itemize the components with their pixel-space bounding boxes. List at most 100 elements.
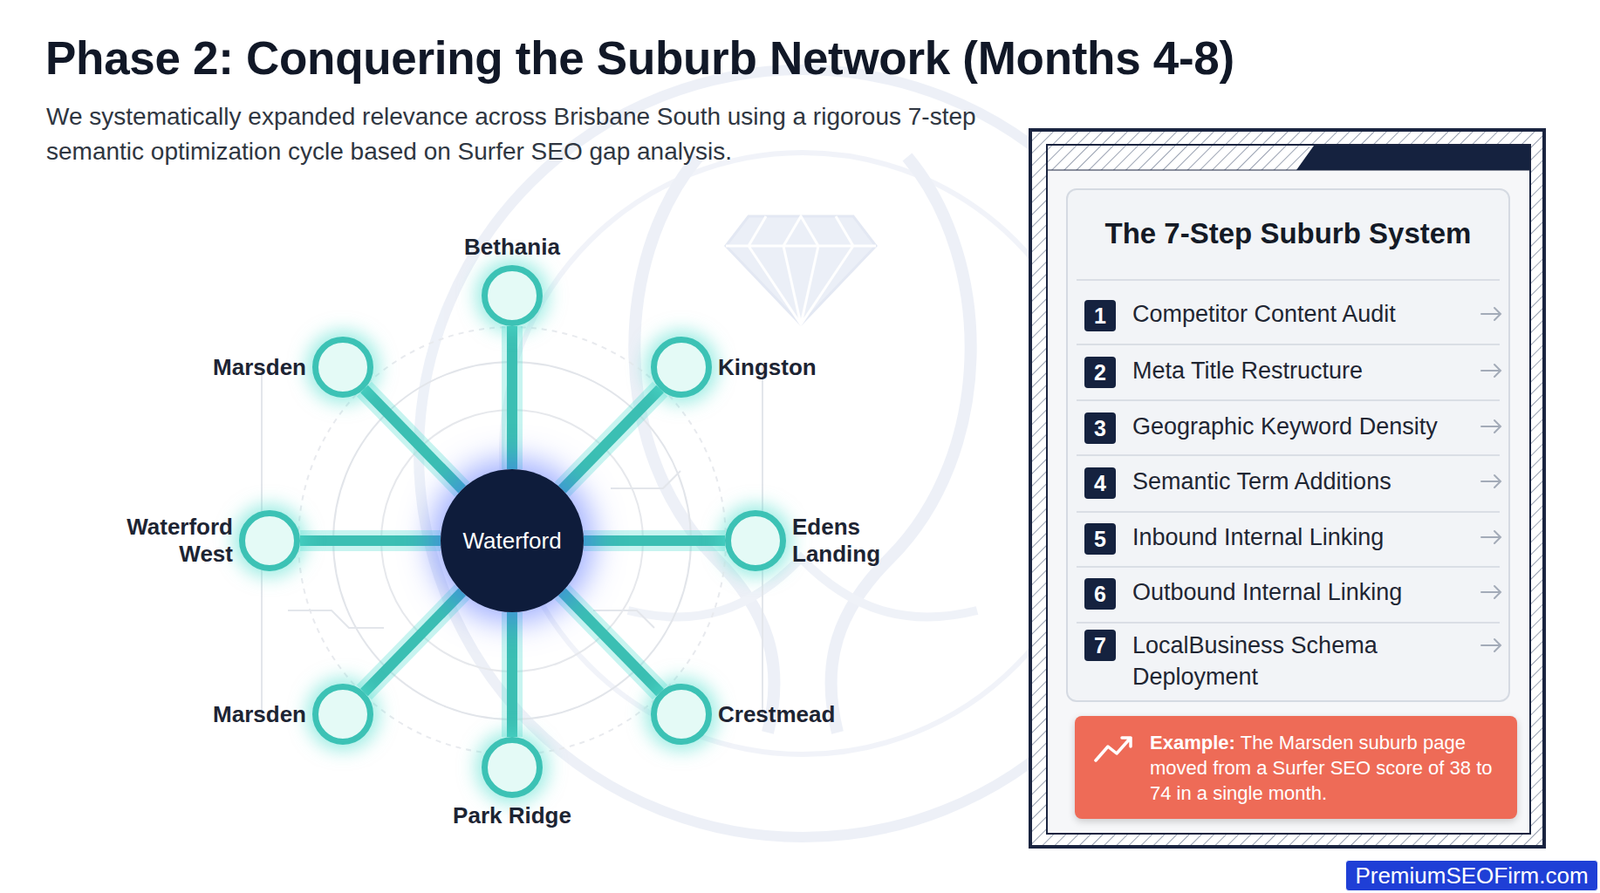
- suburb-label: Marsden: [212, 701, 307, 729]
- step-text: LocalBusiness Schema Deployment: [1132, 629, 1412, 693]
- watermark-text: PremiumSEOFirm.com: [1354, 862, 1588, 890]
- spoke-line: [583, 535, 725, 547]
- spoke-glow: [561, 389, 660, 490]
- hub-node: Waterford: [440, 469, 584, 613]
- row-separator: [1076, 454, 1500, 457]
- step-text: Semantic Term Additions: [1132, 465, 1392, 498]
- spoke-connector: [561, 389, 660, 490]
- suburb-node: Marsden: [312, 336, 374, 398]
- ring: [298, 327, 726, 755]
- row-separator: [1076, 399, 1500, 402]
- step-number: 6: [1094, 581, 1107, 608]
- step-badge: 5: [1084, 523, 1116, 555]
- step-badge: 7: [1084, 629, 1116, 662]
- header-rule: [1047, 170, 1530, 171]
- spoke-connector: [363, 592, 462, 693]
- step-badge: 2: [1084, 356, 1116, 389]
- spoke-connector: [561, 592, 660, 693]
- suburb-node: Bethania: [481, 265, 543, 327]
- step-text: Meta Title Restructure: [1132, 355, 1363, 387]
- logo-diamond: [725, 216, 876, 325]
- spoke-glow: [363, 389, 462, 490]
- card-heading: The 7-Step Suburb System: [1067, 214, 1509, 253]
- spoke-connector: [363, 389, 462, 490]
- step-number: 2: [1094, 360, 1107, 386]
- suburb-node: Park Ridge: [481, 737, 543, 799]
- spoke-line: [561, 389, 660, 490]
- row-arrows: [1481, 307, 1501, 652]
- header-band: [1296, 145, 1530, 171]
- callout-span: Example:: [1149, 731, 1236, 754]
- suburb-node: Edens Landing: [724, 510, 787, 572]
- step-text: Inbound Internal Linking: [1132, 521, 1384, 554]
- spoke-line: [363, 592, 462, 693]
- outer-frame: [1030, 129, 1545, 848]
- step-number: 5: [1094, 526, 1107, 553]
- row-arrow: [1481, 420, 1501, 433]
- suburb-node: Kingston: [650, 336, 712, 398]
- suburb-node: Crestmead: [650, 683, 712, 746]
- spoke-glow: [363, 592, 462, 693]
- logo-facets: [725, 216, 876, 325]
- spoke-connector: [512, 326, 513, 470]
- spoke-line: [506, 326, 518, 470]
- panel-frame: [1030, 129, 1545, 848]
- row-arrow: [1481, 531, 1501, 544]
- suburb-label: Crestmead: [717, 701, 835, 729]
- step-number: 7: [1094, 633, 1107, 659]
- header-hatch: [1047, 145, 1310, 171]
- spoke-connector: [300, 540, 441, 542]
- spoke-glow: [501, 612, 523, 738]
- step-text: Geographic Keyword Density: [1132, 410, 1438, 443]
- hub-label: Waterford: [462, 527, 561, 555]
- spoke-glow: [300, 530, 441, 552]
- logo-swirl: [831, 157, 971, 733]
- callout-text: Example:The Marsden suburb page moved fr…: [1149, 730, 1499, 807]
- suburb-label: Bethania: [464, 233, 561, 261]
- row-separator: [1076, 622, 1500, 624]
- trend-icon: [1095, 738, 1131, 761]
- system-card: The 7-Step Suburb System 1 2 3 4 5 6 7: [1066, 188, 1511, 703]
- step-text: Outbound Internal Linking: [1132, 576, 1402, 609]
- row-arrow: [1481, 639, 1501, 652]
- row-arrow: [1481, 475, 1501, 488]
- suburb-node: Waterford West: [239, 510, 301, 572]
- suburb-label: Waterford West: [119, 513, 233, 568]
- step-text: Competitor Content Audit: [1132, 298, 1396, 330]
- row-arrow: [1481, 364, 1501, 377]
- logo-wing: [628, 558, 978, 618]
- spoke-glow: [501, 326, 523, 470]
- step-number: 4: [1094, 471, 1107, 497]
- hub-rings: [261, 327, 763, 755]
- row-separator: [1076, 511, 1500, 513]
- suburb-label: Park Ridge: [452, 802, 572, 830]
- spoke-line: [300, 535, 441, 547]
- page-title: Phase 2: Conquering the Suburb Network (…: [45, 31, 1235, 86]
- logo-ring: [501, 152, 1104, 755]
- spoke-connector: [583, 540, 725, 542]
- step-badge: 4: [1084, 467, 1116, 500]
- row-arrow: [1481, 307, 1501, 321]
- suburb-label: Kingston: [717, 354, 817, 382]
- spoke-line: [506, 612, 518, 738]
- spoke-glow: [583, 530, 725, 552]
- suburb-label: Edens Landing: [792, 513, 906, 568]
- page-caption: We systematically expanded relevance acr…: [46, 99, 1028, 170]
- row-arrow: [1481, 586, 1501, 599]
- row-separator: [1076, 279, 1500, 281]
- step-number: 1: [1094, 303, 1107, 329]
- inner-frame: [1046, 144, 1531, 835]
- step-badge: 6: [1084, 578, 1116, 610]
- step-number: 3: [1094, 416, 1107, 442]
- suburb-node: Marsden: [312, 683, 374, 746]
- row-separator: [1076, 566, 1500, 568]
- watermark-badge: PremiumSEOFirm.com: [1345, 860, 1599, 892]
- spoke-connector: [512, 612, 513, 738]
- suburb-label: Marsden: [212, 354, 307, 382]
- step-badge: 3: [1084, 412, 1116, 445]
- row-separator: [1076, 343, 1500, 346]
- example-callout: Example:The Marsden suburb page moved fr…: [1074, 716, 1518, 820]
- spoke-line: [363, 389, 462, 490]
- spoke-line: [561, 592, 660, 693]
